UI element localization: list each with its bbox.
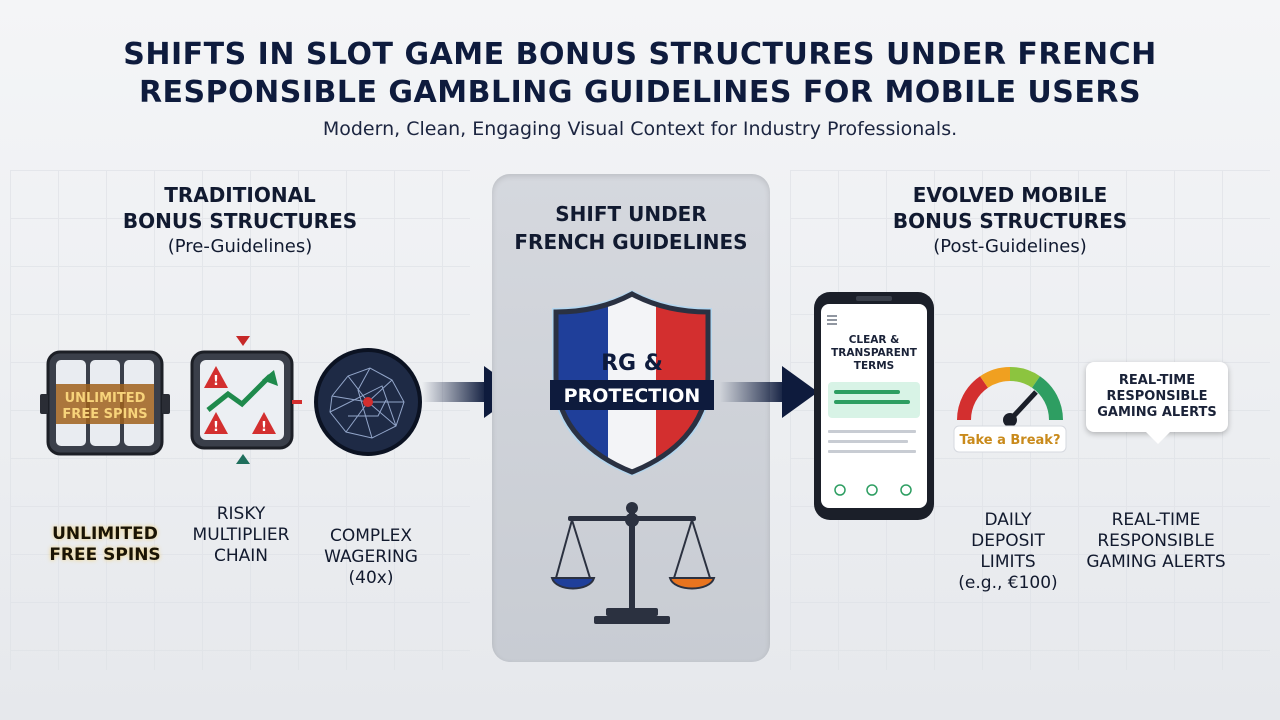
- smartphone-icon: CLEAR & TRANSPARENT TERMS: [814, 292, 934, 520]
- shield-text-line-2: PROTECTION: [564, 385, 701, 407]
- arrow-right-icon-2: [720, 366, 818, 418]
- traditional-heading: TRADITIONAL BONUS STRUCTURES (Pre-Guidel…: [60, 182, 420, 260]
- svg-text:!: !: [261, 420, 267, 435]
- svg-text:!: !: [213, 374, 219, 389]
- shield-text-line-1: RG &: [601, 351, 663, 376]
- title-line-1: SHIFTS IN SLOT GAME BONUS STRUCTURES UND…: [123, 37, 1157, 72]
- page-title: SHIFTS IN SLOT GAME BONUS STRUCTURES UND…: [0, 36, 1280, 112]
- traditional-item-1-label: UNLIMITED FREE SPINS: [49, 524, 161, 565]
- gauge-icon: Take a Break?: [953, 366, 1067, 453]
- phone-text-line-2: TRANSPARENT: [831, 347, 918, 359]
- slot-machine-icon: UNLIMITED FREE SPINS: [40, 350, 170, 456]
- page-subtitle: Modern, Clean, Engaging Visual Context f…: [322, 118, 958, 140]
- slot-text-line-2: FREE SPINS: [62, 407, 147, 422]
- phone-text-line-3: TERMS: [854, 360, 894, 372]
- traditional-note: (Pre-Guidelines): [167, 236, 313, 257]
- shift-heading-line-2: FRENCH GUIDELINES: [514, 230, 748, 254]
- evolved-heading-line-2: BONUS STRUCTURES: [892, 209, 1128, 233]
- evolved-item-2-label: REAL-TIME RESPONSIBLE GAMING ALERTS: [1086, 510, 1226, 572]
- complex-wagering-icon: [314, 348, 422, 456]
- phone-text-line-1: CLEAR &: [849, 334, 900, 346]
- traditional-heading-line-2: BONUS STRUCTURES: [122, 209, 358, 233]
- title-line-2: RESPONSIBLE GAMBLING GUIDELINES FOR MOBI…: [138, 75, 1142, 110]
- alert-bubble: REAL-TIME RESPONSIBLE GAMING ALERTS: [1086, 362, 1228, 444]
- slot-text-line-1: UNLIMITED: [65, 391, 146, 406]
- gauge-label: Take a Break?: [960, 433, 1061, 448]
- traditional-item-3-label: COMPLEX WAGERING (40x): [324, 526, 418, 588]
- evolved-heading: EVOLVED MOBILE BONUS STRUCTURES (Post-Gu…: [820, 182, 1200, 260]
- traditional-item-2-label: RISKY MULTIPLIER CHAIN: [192, 504, 290, 566]
- shield-icon: RG & PROTECTION: [550, 290, 714, 476]
- shift-heading-line-1: SHIFT UNDER: [555, 202, 707, 226]
- shift-heading: SHIFT UNDER FRENCH GUIDELINES: [492, 200, 770, 256]
- risky-multiplier-icon: ! ! !: [190, 336, 302, 464]
- traditional-heading-line-1: TRADITIONAL: [164, 183, 316, 207]
- evolved-heading-line-1: EVOLVED MOBILE: [912, 183, 1108, 207]
- evolved-note: (Post-Guidelines): [933, 236, 1087, 257]
- svg-text:!: !: [213, 420, 219, 435]
- scales-icon: [550, 502, 716, 624]
- evolved-item-1-label: DAILY DEPOSIT LIMITS (e.g., €100): [958, 510, 1058, 593]
